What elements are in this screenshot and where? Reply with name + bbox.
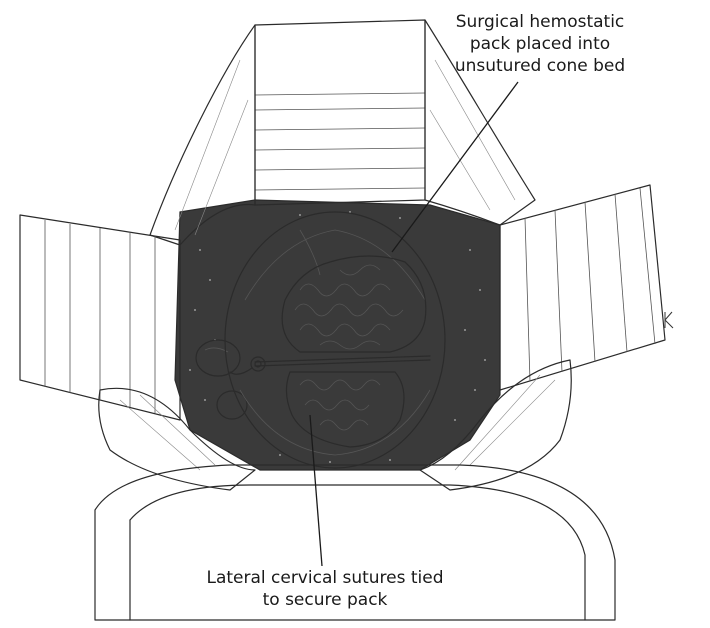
left-lateral-retractor bbox=[19, 214, 181, 421]
annotation-pack-line: unsutured cone bed bbox=[454, 56, 626, 76]
annotation-pack-line: pack placed into bbox=[469, 34, 611, 54]
annotation-sutures-label: Lateral cervical sutures tied to secure … bbox=[150, 567, 500, 611]
leader-line-bottom bbox=[309, 414, 323, 567]
annotation-pack-line: Surgical hemostatic bbox=[455, 12, 625, 32]
lower-left-labium bbox=[98, 387, 256, 491]
tissue-fold-top-right bbox=[424, 19, 536, 226]
annotation-pack-label: Surgical hemostatic pack placed into uns… bbox=[420, 11, 660, 77]
vaginal-cavity bbox=[174, 199, 501, 471]
right-lateral-retractor bbox=[499, 184, 666, 391]
lateral-cervical-sutures bbox=[229, 355, 431, 375]
artist-signature-mark bbox=[664, 311, 674, 329]
posterior-speculum bbox=[94, 464, 616, 621]
leader-line-top bbox=[391, 81, 519, 253]
annotation-sutures-line: to secure pack bbox=[262, 590, 388, 610]
left-tissue-nodule bbox=[195, 339, 248, 420]
hemostatic-pack-upper bbox=[281, 255, 427, 353]
tissue-fold-top-left bbox=[149, 24, 256, 246]
lower-right-labium bbox=[419, 359, 572, 491]
anterior-retractor bbox=[254, 19, 426, 206]
annotation-sutures-line: Lateral cervical sutures tied bbox=[206, 568, 444, 588]
hemostatic-pack-lower bbox=[285, 371, 405, 448]
cervix bbox=[224, 211, 446, 469]
